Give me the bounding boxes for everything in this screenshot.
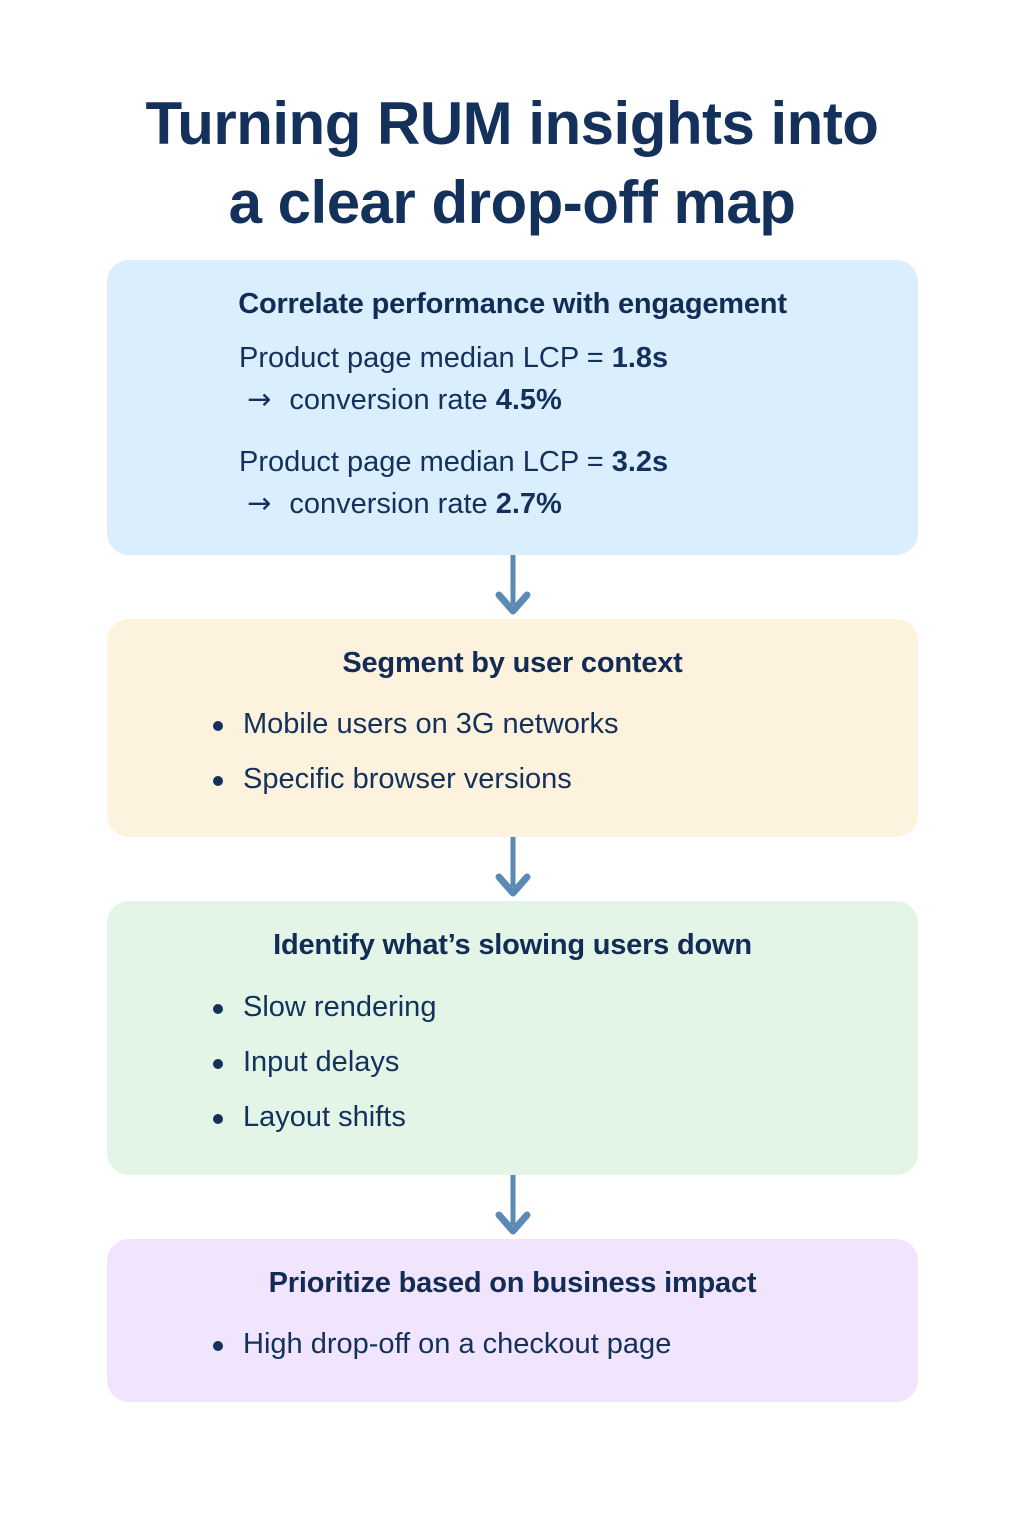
down-arrow-icon <box>495 1174 530 1235</box>
bullet-list: Mobile users on 3G networks Specific bro… <box>147 697 878 807</box>
stat-value: 1.8s <box>611 342 669 375</box>
stat-spacer <box>239 422 878 442</box>
flow-step-heading: Segment by user context <box>342 646 683 679</box>
flow-step-segment: Segment by user context Mobile users on … <box>107 618 918 838</box>
flow-step-correlate: Correlate performance with engagement Pr… <box>107 260 918 555</box>
bullet-list: Slow rendering Input delays Layout shift… <box>147 980 878 1145</box>
stat-value: 3.2s <box>611 445 669 478</box>
page-title-line-2: a clear drop-off map <box>228 169 796 237</box>
list-item: Specific browser versions <box>213 752 878 807</box>
stat-group: Product page median LCP = 1.8s → convers… <box>239 338 878 525</box>
page-title-line-1: Turning RUM insights into <box>145 90 879 158</box>
right-arrow-icon: → <box>247 382 272 417</box>
list-item: Mobile users on 3G networks <box>213 697 878 752</box>
down-arrow-icon <box>495 837 530 897</box>
stat-value: 4.5% <box>495 384 562 417</box>
list-item: Input delays <box>213 1035 878 1090</box>
flow-diagram: Correlate performance with engagement Pr… <box>107 260 918 1403</box>
stat-line-conversion-2: → conversion rate 2.7% <box>239 483 878 525</box>
flow-step-heading: Prioritize based on business impact <box>268 1266 757 1299</box>
flow-step-identify: Identify what’s slowing users down Slow … <box>107 901 918 1175</box>
stat-line-lcp-1: Product page median LCP = 1.8s <box>239 338 878 379</box>
flow-step-heading: Correlate performance with engagement <box>238 288 787 320</box>
bullet-list: High drop-off on a checkout page <box>147 1317 878 1372</box>
list-item: Slow rendering <box>213 980 878 1035</box>
down-arrow-icon <box>495 554 530 615</box>
page-title: Turning RUM insights into a clear drop-o… <box>0 84 1024 242</box>
stat-label: conversion rate <box>281 487 496 520</box>
list-item: Layout shifts <box>213 1090 878 1145</box>
stat-label: conversion rate <box>281 384 496 417</box>
connector-arrow-3 <box>107 1174 918 1239</box>
right-arrow-icon: → <box>247 485 272 520</box>
stat-line-lcp-2: Product page median LCP = 3.2s <box>239 442 878 483</box>
stat-label: Product page median LCP = <box>239 342 612 375</box>
stat-label: Product page median LCP = <box>239 445 612 478</box>
list-item: High drop-off on a checkout page <box>213 1317 878 1372</box>
stat-line-conversion-1: → conversion rate 4.5% <box>239 379 878 421</box>
connector-arrow-1 <box>107 554 918 619</box>
stat-value: 2.7% <box>495 487 562 520</box>
flow-step-prioritize: Prioritize based on business impact High… <box>107 1238 918 1403</box>
connector-arrow-2 <box>107 837 918 901</box>
flow-step-heading: Identify what’s slowing users down <box>273 929 752 962</box>
